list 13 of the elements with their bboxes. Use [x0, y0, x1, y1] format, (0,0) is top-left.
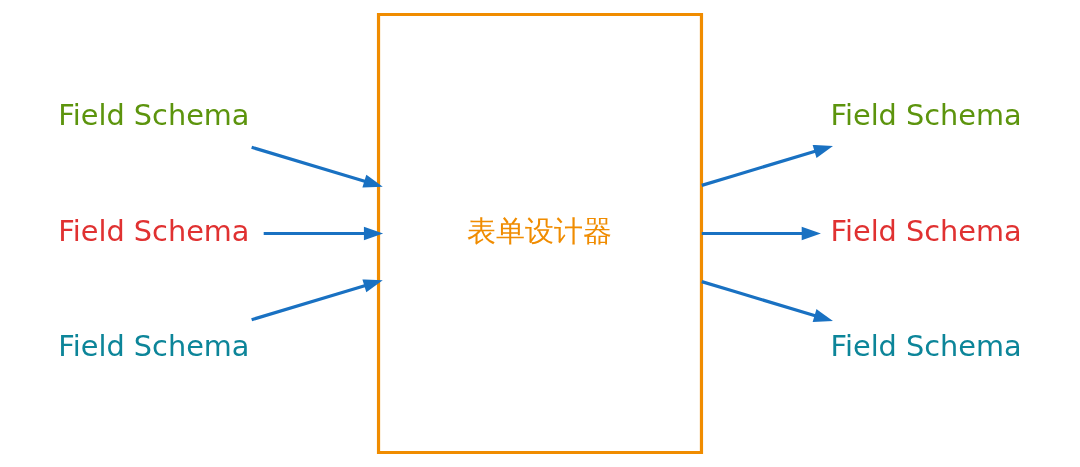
- node-text: Field Schema: [58, 328, 250, 363]
- arrow: [701, 226, 821, 241]
- node-text: Field Schema: [830, 98, 1022, 133]
- arrow: [701, 280, 833, 322]
- arrow: [701, 145, 833, 187]
- node-text: Field Schema: [58, 213, 250, 248]
- node-box: 表单设计器: [376, 12, 704, 455]
- arrow: [251, 279, 383, 322]
- node-text: Field Schema: [830, 328, 1022, 363]
- arrow: [263, 226, 384, 241]
- arrow: [251, 145, 383, 188]
- node-text: Field Schema: [830, 213, 1022, 248]
- node-text: Field Schema: [58, 98, 250, 133]
